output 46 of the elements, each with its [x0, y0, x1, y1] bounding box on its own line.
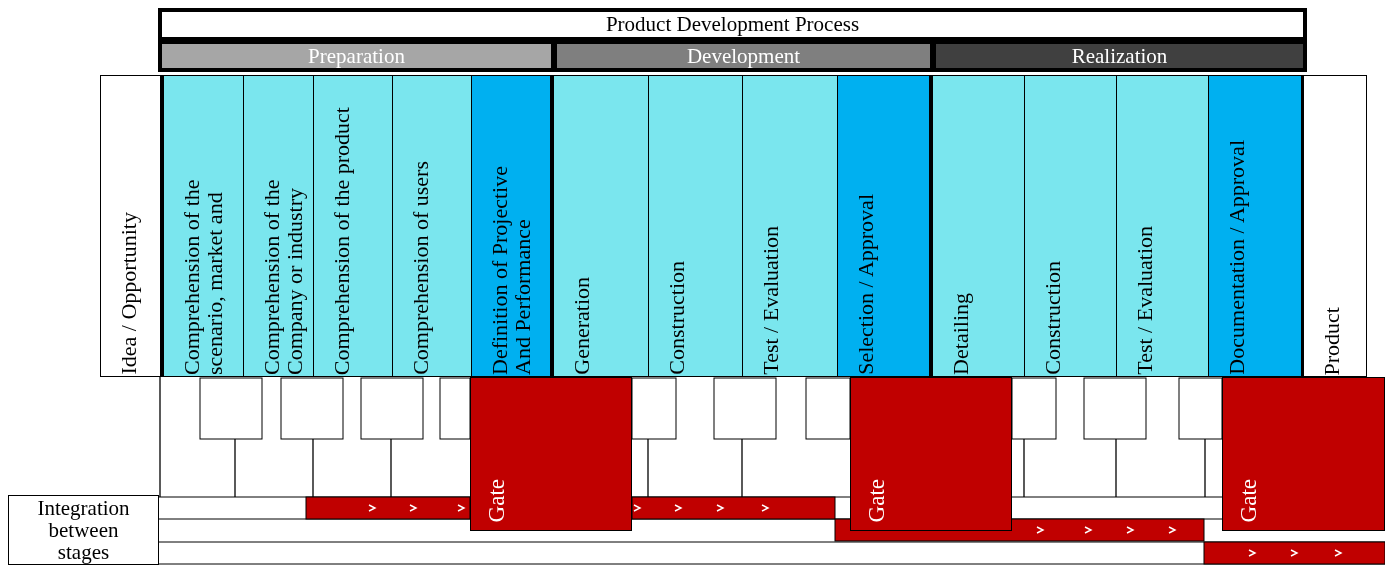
stage-column	[160, 75, 244, 377]
stage-column	[1208, 75, 1305, 377]
phase-label: Realization	[1071, 44, 1168, 68]
phase-bar	[158, 40, 555, 72]
gate-label: Gate	[1237, 478, 1262, 522]
stage-column	[1303, 75, 1367, 377]
stage-column	[553, 75, 649, 377]
phase-label: Development	[686, 44, 801, 68]
stage-column	[392, 75, 472, 377]
phase-label: Preparation	[308, 44, 405, 68]
stage-column	[648, 75, 743, 377]
stage-column	[932, 75, 1025, 377]
stage-label: Test / Evaluation	[1133, 226, 1157, 375]
stage-column	[313, 75, 393, 377]
stage-label: Product	[1320, 306, 1344, 375]
gate-block	[470, 377, 632, 531]
gate-label: Gate	[865, 478, 890, 522]
stage-column	[243, 75, 314, 377]
title-bar	[158, 8, 1307, 41]
stage-label: Selection / Approval	[854, 194, 878, 375]
title-text: Product Development Process	[605, 12, 860, 36]
stage-label: Detailing	[949, 293, 973, 375]
row-header	[8, 495, 159, 565]
stage-column	[742, 75, 838, 377]
stage-label: Comprehension of the scenario, market and	[180, 178, 227, 375]
stage-label: Test / Evaluation	[759, 226, 783, 375]
row-header-label: Integration between stages	[36, 497, 131, 563]
stage-column	[1024, 75, 1117, 377]
phase-bar	[932, 40, 1307, 72]
stage-label: Construction	[665, 261, 689, 375]
stage-label: Idea / Opportunity	[117, 212, 141, 375]
gate-label: Gate	[485, 478, 510, 522]
stage-column	[837, 75, 933, 377]
stage-column	[100, 75, 161, 377]
gate-block	[1222, 377, 1385, 531]
stage-label: Documentation / Approval	[1225, 140, 1249, 375]
stage-label: Comprehension of users	[409, 161, 433, 375]
stage-column	[1116, 75, 1209, 377]
stage-label: Generation	[570, 277, 594, 375]
stage-label: Comprehension of the Company or industry	[260, 178, 307, 375]
stage-label: Definition of Projective And Performance	[488, 165, 535, 375]
gate-block	[850, 377, 1012, 531]
stage-column	[471, 75, 554, 377]
stage-label: Construction	[1041, 261, 1065, 375]
phase-bar	[553, 40, 934, 72]
stage-label: Comprehension of the product	[330, 106, 354, 375]
